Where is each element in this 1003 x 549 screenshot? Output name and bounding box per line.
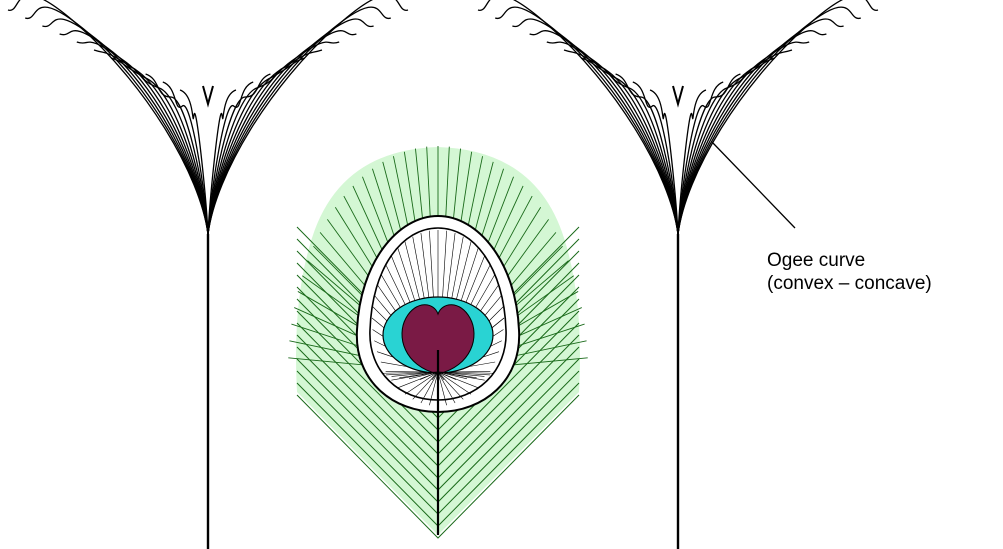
annotation-label-line1: Ogee curve [767,250,865,271]
fan-barb-left [616,74,678,234]
fan-barb-left [128,66,208,234]
fan-barb-left [25,7,208,234]
fan-barb-left [598,66,678,234]
peacock-eye-feather [288,146,587,538]
fan-barb-right [678,66,758,234]
fan-notch [673,86,683,104]
annotation-label-line2: (convex – concave) [767,273,932,294]
fan-barb-left [8,0,208,234]
fan-notch [203,86,213,104]
fan-barb-right [678,0,878,234]
fan-barb-right [678,74,740,234]
annotation-pointer-line [712,142,795,228]
fan-barb-right [208,66,288,234]
fan-barb-right [678,7,861,234]
fan-barb-right [208,74,270,234]
fan-barb-left [146,74,208,234]
